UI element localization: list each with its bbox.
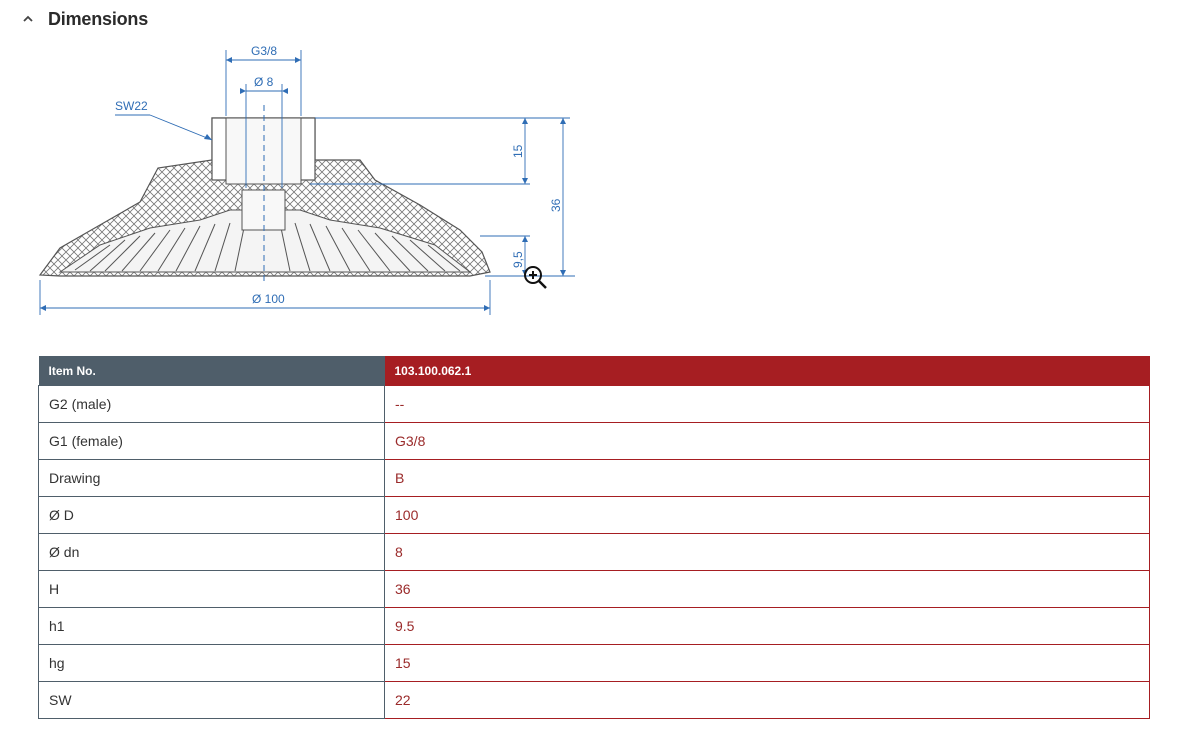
label-g38: G3/8: [251, 44, 277, 58]
table-row: H 36: [38, 570, 1150, 608]
row-label: hg: [38, 644, 385, 682]
header-item-no-value: 103.100.062.1: [384, 356, 1150, 386]
table-row: hg 15: [38, 644, 1150, 682]
label-d8: Ø 8: [254, 75, 274, 89]
row-label: SW: [38, 681, 385, 719]
row-value: 22: [384, 681, 1150, 719]
row-value: 8: [384, 533, 1150, 571]
row-value: 9.5: [384, 607, 1150, 645]
row-value: B: [384, 459, 1150, 497]
row-label: h1: [38, 607, 385, 645]
section-header: Dimensions: [18, 6, 148, 32]
chevron-up-icon[interactable]: [18, 9, 38, 29]
specs-table: Item No. 103.100.062.1 G2 (male) -- G1 (…: [38, 356, 1150, 719]
label-h36: 36: [549, 198, 563, 212]
row-label: G2 (male): [38, 385, 385, 423]
table-row: Drawing B: [38, 459, 1150, 497]
row-label: Ø D: [38, 496, 385, 534]
label-h95: 9,5: [511, 251, 525, 268]
row-value: --: [384, 385, 1150, 423]
dimension-drawing: G3/8 Ø 8 SW22 15 36 9,5 Ø 100: [30, 40, 590, 325]
zoom-in-icon[interactable]: [520, 262, 550, 292]
row-value: 100: [384, 496, 1150, 534]
row-label: H: [38, 570, 385, 608]
header-item-no-label: Item No.: [38, 356, 385, 386]
row-label: Ø dn: [38, 533, 385, 571]
label-h15: 15: [511, 144, 525, 158]
label-sw22: SW22: [115, 99, 148, 113]
label-d100: Ø 100: [252, 292, 285, 306]
table-row: SW 22: [38, 681, 1150, 719]
table-header-row: Item No. 103.100.062.1: [38, 356, 1150, 386]
row-label: Drawing: [38, 459, 385, 497]
row-label: G1 (female): [38, 422, 385, 460]
table-row: Ø D 100: [38, 496, 1150, 534]
section-title: Dimensions: [48, 8, 149, 29]
row-value: G3/8: [384, 422, 1150, 460]
row-value: 36: [384, 570, 1150, 608]
table-row: G2 (male) --: [38, 385, 1150, 423]
table-row: Ø dn 8: [38, 533, 1150, 571]
row-value: 15: [384, 644, 1150, 682]
table-row: h1 9.5: [38, 607, 1150, 645]
table-row: G1 (female) G3/8: [38, 422, 1150, 460]
